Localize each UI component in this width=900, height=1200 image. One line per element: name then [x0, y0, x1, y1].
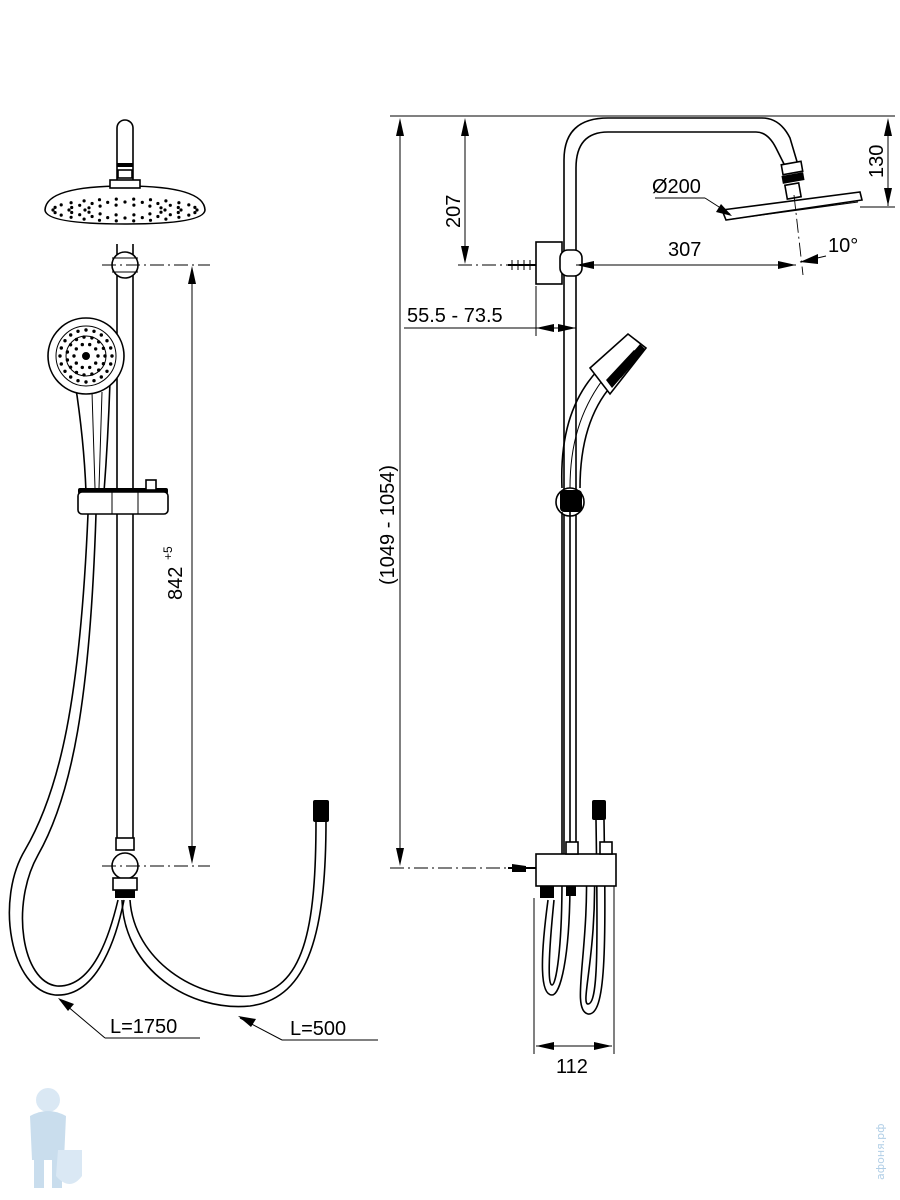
dim-front-height: 842 +5 [161, 266, 196, 864]
front-lower-bracket [111, 837, 139, 898]
arm-reach-label: 307 [668, 239, 701, 261]
wall-offset-label: 55.5 - 73.5 [407, 305, 503, 327]
side-riser-arm [563, 117, 799, 855]
front-arm-top [116, 119, 134, 180]
front-hose-long [8, 513, 125, 996]
front-slider-holder [77, 479, 169, 515]
side-slider-holder [555, 487, 585, 517]
dim-wall-offset: 55.5 - 73.5 [404, 286, 576, 336]
front-hose-short-inner [129, 819, 317, 997]
side-hose-a-inner [548, 512, 563, 986]
front-view: 842 +5 L=1750 L=500 [8, 119, 378, 1041]
side-hose-b-inner [585, 819, 598, 1005]
front-height-label: 842 [165, 567, 187, 600]
label-hose-short: L=500 [238, 1016, 378, 1041]
dim-head-drop: 207 [443, 118, 469, 264]
plumber-logo [30, 1088, 82, 1188]
dim-arm-reach: 307 [576, 239, 796, 269]
dim-mixer-width: 112 [533, 886, 615, 1078]
side-mixer [508, 841, 617, 898]
side-hose-b [579, 819, 606, 1015]
side-hand-shower [560, 332, 648, 489]
dim-side-height: (1049 - 1054) [377, 118, 404, 866]
side-view: (1049 - 1054) 207 130 Ø200 [377, 115, 895, 1078]
dim-head-top: 130 [860, 118, 895, 208]
side-hose-a [541, 512, 571, 996]
label-hose-long: L=1750 [58, 998, 200, 1039]
mixer-width-label: 112 [556, 1056, 588, 1078]
side-upper-bracket [508, 241, 583, 285]
label-head-diameter: Ø200 [652, 176, 732, 216]
front-height-tolerance: +5 [161, 546, 175, 560]
hose-short-label: L=500 [290, 1018, 346, 1040]
tilt-angle-label: 10° [828, 235, 858, 257]
front-hose-long-inner [21, 513, 119, 987]
front-hand-shower [47, 317, 125, 493]
front-overhead-head [44, 179, 206, 225]
side-overhead-head [720, 191, 863, 221]
head-drop-label: 207 [443, 195, 465, 228]
front-hose-short [121, 819, 327, 1008]
head-diameter-label: Ø200 [652, 176, 701, 198]
watermark-text: афоня.рф [874, 1123, 887, 1180]
side-head-connector [780, 160, 805, 201]
hose-long-label: L=1750 [110, 1016, 177, 1038]
side-hose-end-fitting [592, 800, 606, 820]
front-hose-end-fitting [313, 800, 329, 822]
front-riser-rail [116, 244, 134, 838]
side-height-label: (1049 - 1054) [377, 465, 399, 585]
head-top-label: 130 [866, 145, 888, 178]
